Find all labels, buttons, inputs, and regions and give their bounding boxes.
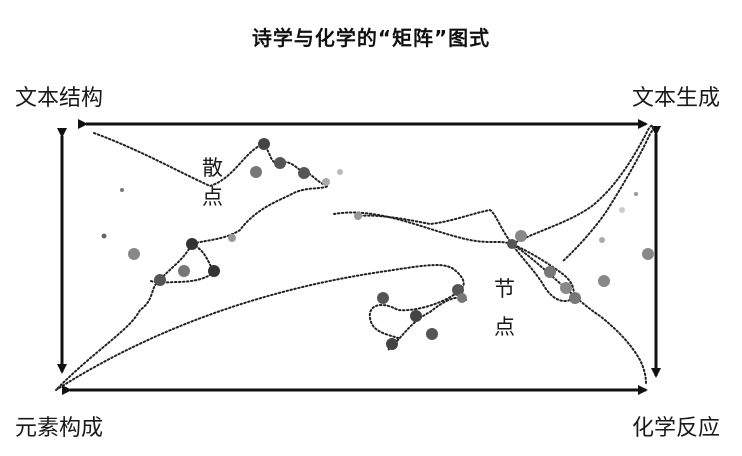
corner-label-text-structure: 文本结构: [15, 86, 104, 111]
scatter-dots: [101, 138, 343, 286]
dot: [258, 138, 270, 150]
dot: [178, 265, 190, 277]
dot: [250, 166, 262, 178]
node-path: [368, 289, 467, 351]
dot: [452, 284, 464, 296]
dot: [274, 157, 286, 169]
dot: [354, 212, 362, 220]
dot: [377, 292, 389, 304]
dot: [322, 178, 330, 186]
dot: [619, 207, 625, 213]
dot: [515, 230, 527, 242]
dot: [569, 292, 581, 304]
node-dots: [354, 192, 654, 350]
corner-label-element-composition: 元素构成: [15, 416, 104, 441]
dot: [634, 192, 638, 196]
dot: [337, 169, 343, 175]
dot: [228, 234, 236, 242]
dot: [426, 328, 438, 340]
dot: [560, 282, 572, 294]
region-label-scatter-2: 点: [202, 185, 223, 209]
dot: [298, 167, 310, 179]
corner-label-text-generation: 文本生成: [631, 86, 720, 111]
node-lower-path: [511, 243, 647, 385]
dot: [457, 293, 467, 303]
cross-path: [333, 208, 575, 302]
scatter-path: [55, 132, 331, 391]
dot: [101, 233, 107, 239]
diagram-title: 诗学与化学的“矩阵”图式: [251, 26, 491, 50]
corner-label-chemical-reaction: 化学反应: [631, 416, 720, 441]
dot: [128, 248, 140, 260]
node-upper-path: [511, 124, 655, 263]
region-label-scatter-1: 散: [202, 156, 223, 180]
dot: [599, 237, 605, 243]
dot: [410, 310, 422, 322]
dot: [544, 266, 556, 278]
dot: [120, 188, 124, 192]
dot: [186, 238, 198, 250]
region-label-node-2: 点: [494, 315, 515, 339]
dot: [386, 338, 398, 350]
dot: [507, 239, 517, 249]
diagonal-path: [55, 264, 465, 391]
dot: [642, 248, 654, 260]
dot: [598, 275, 610, 287]
dot: [154, 274, 166, 286]
region-label-node-1: 节: [494, 277, 515, 301]
dot: [208, 265, 220, 277]
